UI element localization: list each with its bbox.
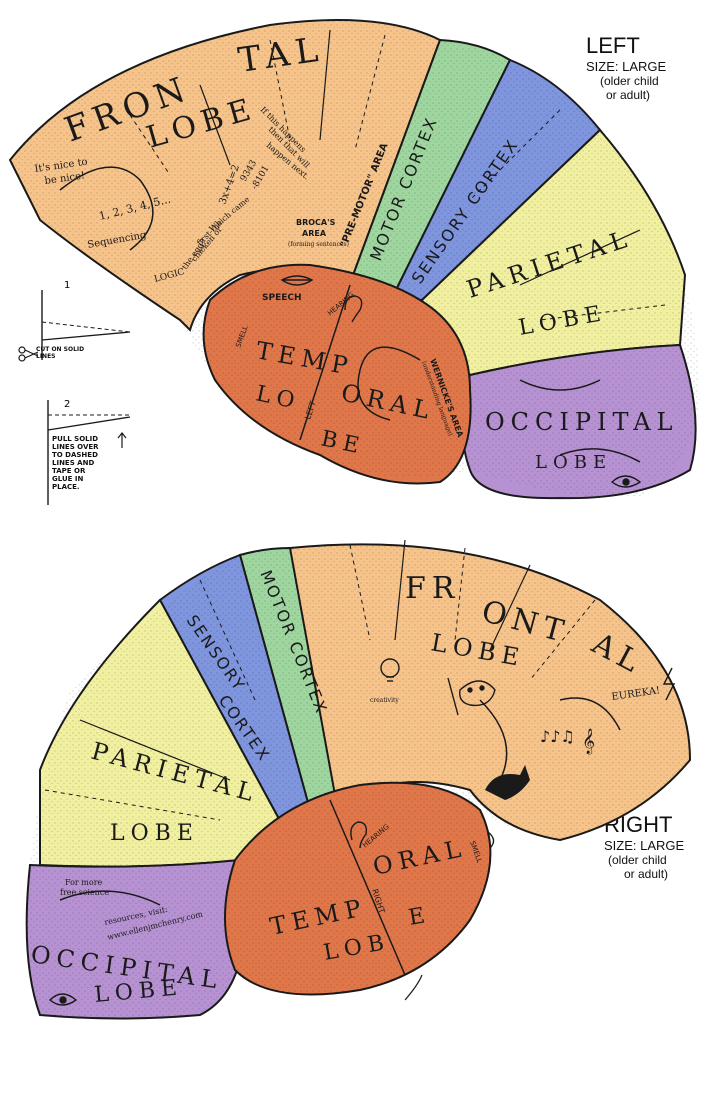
svg-text:𝄞: 𝄞 <box>582 728 595 754</box>
paint-palette-icon <box>459 680 496 707</box>
left-hemisphere <box>8 19 700 500</box>
left-title: LEFT <box>586 33 640 58</box>
step-2-line-7: PLACE. <box>52 483 80 491</box>
right-parietal-lobe-label: LOBE <box>110 821 199 846</box>
nose-icon-right <box>487 831 495 849</box>
step-2-text: PULL SOLID LINES OVER TO DASHED LINES AN… <box>52 435 99 491</box>
right-panel-header: RIGHT SIZE: LARGE (older child or adult) <box>604 812 684 881</box>
right-frontal-label-1: FR <box>405 571 460 606</box>
step-1-text: CUT ON SOLID LINES <box>36 346 84 360</box>
left-note-broca-1: BROCA'S <box>296 218 336 227</box>
assembly-instructions: 1 2 CUT ON SOLID LINES PULL SOLID LINES … <box>14 280 134 510</box>
step-2-line-6: GLUE IN <box>52 475 84 483</box>
lightbulb-icon <box>380 658 400 682</box>
step-2-line-5: TAPE OR <box>52 467 86 475</box>
scissors-icon <box>18 346 39 362</box>
eye-icon-left <box>610 475 642 488</box>
left-note-broca-3: (forming sentences) <box>288 241 349 248</box>
stray-mark <box>404 974 423 1001</box>
step-2-number: 2 <box>64 399 70 410</box>
pencil-icon <box>447 677 459 716</box>
ear-icon <box>344 295 363 323</box>
left-panel-header: LEFT SIZE: LARGE (older child or adult) <box>586 33 666 102</box>
step-2-line-2: LINES OVER <box>52 443 99 451</box>
right-note-more-1: For more <box>65 878 103 887</box>
right-hemisphere <box>25 539 692 1020</box>
step-1-line-1: CUT ON SOLID <box>36 346 85 353</box>
step-2-line-1: PULL SOLID <box>52 435 99 443</box>
music-notes-icon: ♪♪♫ 𝄞 <box>540 727 595 754</box>
right-note-more-2: free science <box>60 888 109 897</box>
left-size: SIZE: LARGE <box>586 59 667 74</box>
lips-icon <box>280 275 314 286</box>
eye-icon-right <box>48 993 78 1006</box>
arrow-up-icon <box>117 432 127 448</box>
ear-icon-right <box>350 821 368 849</box>
left-note-broca-2: AREA <box>302 229 327 238</box>
left-note-speech: SPEECH <box>262 293 302 303</box>
dog-icon <box>485 765 530 800</box>
step-2-line-4: LINES AND <box>52 459 95 467</box>
right-temporal-lobe-label-2: E <box>407 902 433 930</box>
step-1-number: 1 <box>64 280 70 291</box>
right-size-note-1: (older child <box>608 853 667 867</box>
svg-text:♪♪♫: ♪♪♫ <box>540 727 575 746</box>
left-size-note-2: or adult) <box>606 88 651 102</box>
left-occipital-lobe-label: LOBE <box>535 452 612 473</box>
step-2-line-3: TO DASHED <box>52 451 98 459</box>
left-occipital-label: OCCIPITAL <box>485 408 678 436</box>
right-size-note-2: or adult) <box>624 867 669 881</box>
step-1-line-2: LINES <box>36 353 56 360</box>
left-size-note-1: (older child <box>600 74 659 88</box>
lightning-icon <box>662 667 676 701</box>
right-size: SIZE: LARGE <box>604 838 685 853</box>
right-note-creativity: creativity <box>370 697 399 704</box>
instruction-drawing: 1 2 <box>18 280 131 505</box>
